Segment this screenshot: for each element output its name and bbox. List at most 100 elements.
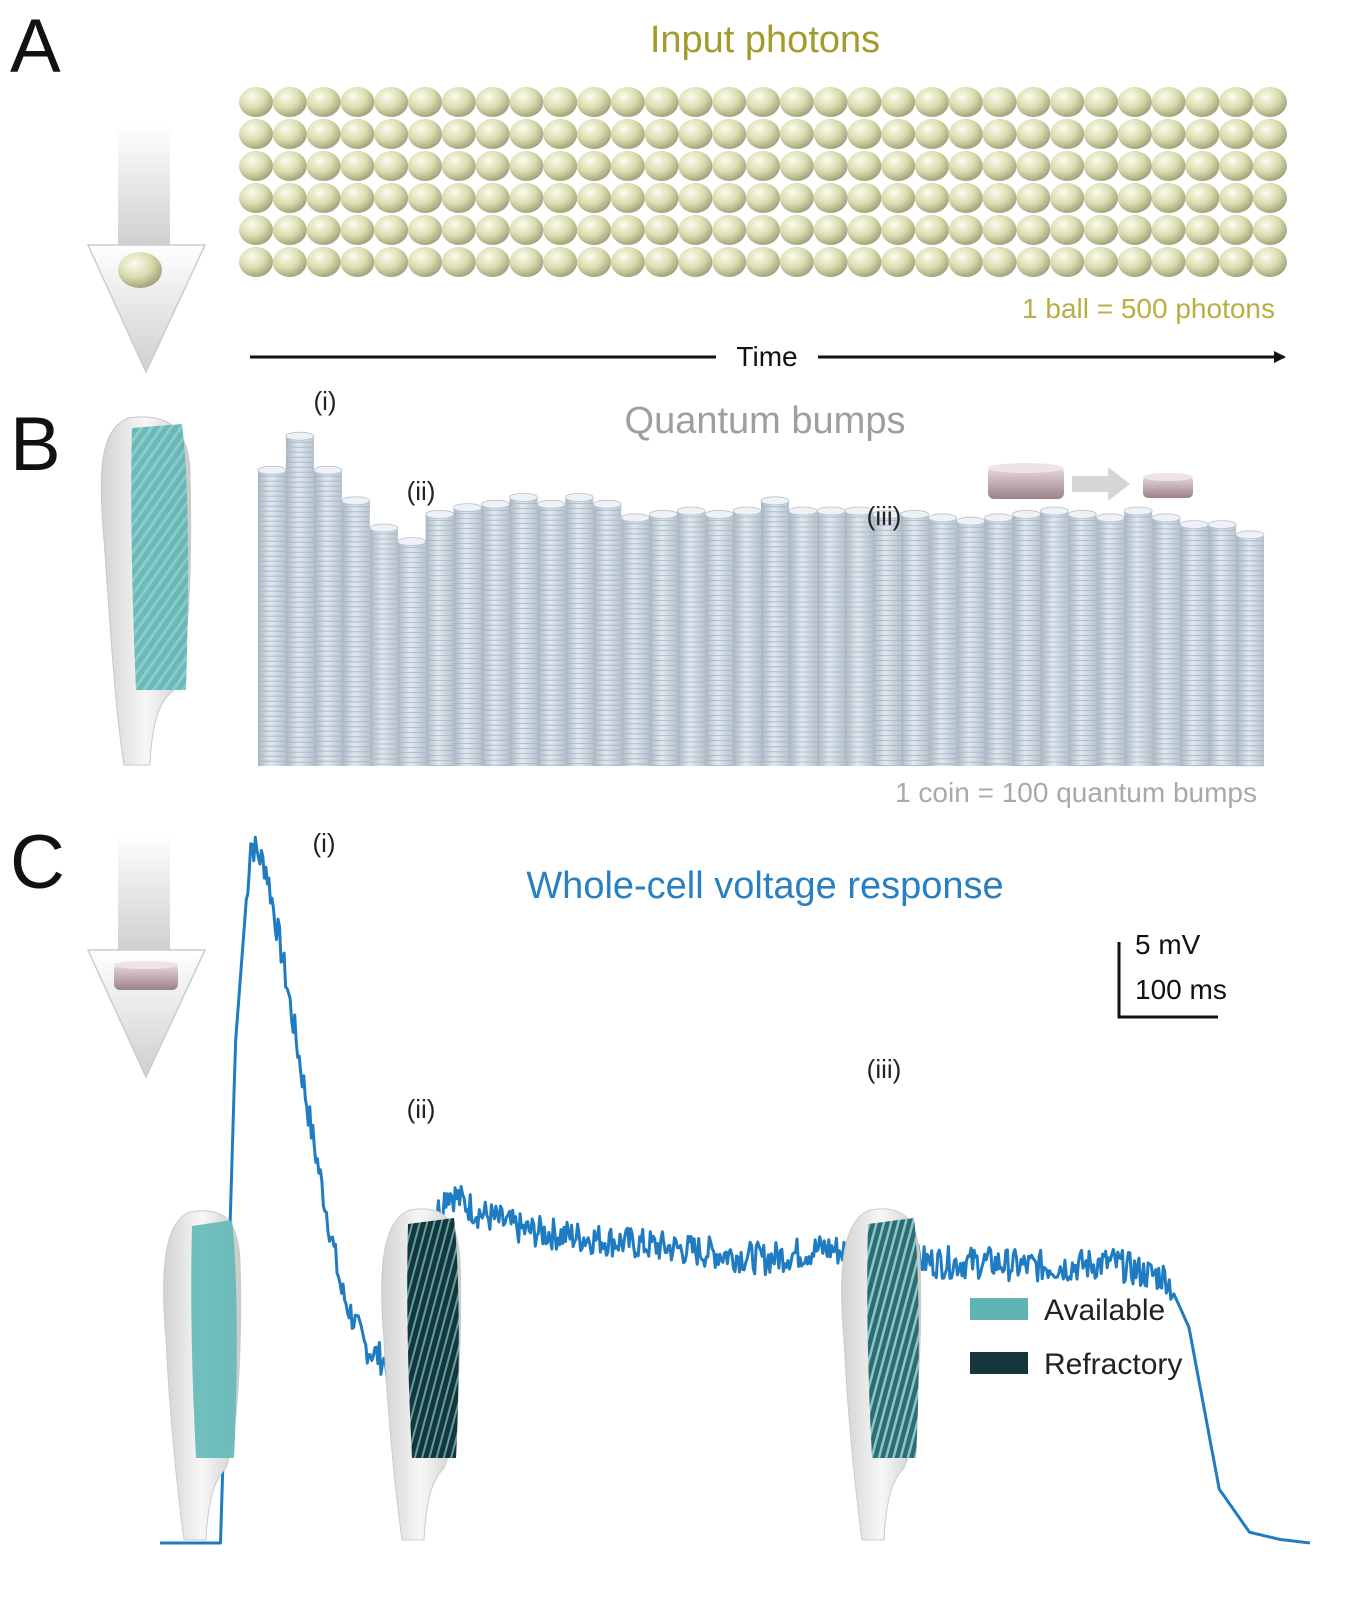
photon-ball [982,151,1017,181]
photon-ball [441,87,476,117]
photon-ball [1016,183,1051,213]
photon-ball [610,119,645,149]
photon-ball [678,215,713,245]
coin-stack [1207,520,1237,766]
response-marker-i: (i) [312,828,335,858]
photon-ball [374,215,409,245]
coin-stack [425,510,455,766]
photon-ball [1084,215,1118,245]
photon-ball [678,119,713,149]
photon-ball [441,247,476,277]
photon-ball [712,151,747,181]
photon-ball [1219,183,1254,213]
photon-ball [610,215,645,245]
photon-ball [272,215,307,245]
photon-ball [1117,119,1152,149]
photon-ball [306,247,341,277]
coin-stack [1235,530,1265,767]
photon-ball [408,87,442,117]
photon-ball [441,215,476,245]
photon-arrow-icon [86,125,207,374]
photon-ball [272,247,307,277]
photon-ball [374,119,409,149]
photon-ball [982,119,1017,149]
photon-ball [408,215,442,245]
photon-ball [915,151,949,181]
photon-ball [813,215,848,245]
microvillus-mixed-icon [841,1208,922,1541]
photon-ball [746,151,780,181]
panel-c: C Whole-cell voltage response 5 mV 100 m… [10,820,1311,1545]
photon-ball [374,87,409,117]
input-photons-title: Input photons [650,19,880,61]
photon-ball [813,87,848,117]
legend-refractory-swatch [970,1352,1028,1374]
photon-ball [644,119,679,149]
photon-ball [678,247,713,277]
photon-ball [1050,215,1085,245]
bumps-marker-iii: (iii) [867,501,902,531]
panel-a-letter: A [10,4,61,89]
photon-ball [306,119,341,149]
photon-ball [1016,119,1051,149]
photon-ball [948,247,983,277]
photon-ball [779,119,814,149]
photon-ball [374,247,409,277]
voltage-response-title: Whole-cell voltage response [526,865,1003,907]
photon-ball [1185,183,1220,213]
photon-ball [1151,183,1186,213]
photon-ball [915,215,949,245]
photon-ball [982,247,1017,277]
photon-ball [712,247,747,277]
photon-ball [847,215,882,245]
photon-ball [1219,151,1254,181]
photon-ball [1185,87,1220,117]
coin-unit-note: 1 coin = 100 quantum bumps [895,777,1257,808]
photon-ball [610,183,645,213]
photon-ball [509,247,544,277]
photon-ball [509,87,544,117]
photon-ball [475,87,510,117]
photon-ball [1050,247,1085,277]
photon-ball [644,215,679,245]
coin-stack [760,496,790,766]
photon-ball [881,87,916,117]
photon-ball [577,151,611,181]
photon-ball [1219,119,1254,149]
photon-ball [272,119,307,149]
photon-ball-icon [118,252,162,288]
coin-stack [732,506,762,766]
panel-b: B Quantum bumps (i) (ii) (iii) 1 coin = … [10,386,1265,808]
photon-ball [441,119,476,149]
photon-ball [779,87,814,117]
coin-stack [592,499,622,766]
photon-ball [813,247,848,277]
coin-stack [313,465,343,766]
photon-ball [678,183,713,213]
coin-stack [341,496,371,766]
photon-ball [408,119,442,149]
bump-shrink-icon [988,463,1193,501]
photon-ball [678,151,713,181]
scale-bar-time-label: 100 ms [1135,974,1227,1005]
photon-ball [577,183,611,213]
coin-stack [397,537,427,766]
photon-ball [239,247,273,277]
response-marker-iii: (iii) [867,1054,902,1084]
photon-ball [847,151,882,181]
photon-ball [408,151,442,181]
photon-ball [712,119,747,149]
photon-ball [272,151,307,181]
photon-ball [779,247,814,277]
time-axis-label: Time [736,341,797,372]
photon-ball [509,183,544,213]
photon-ball [509,119,544,149]
photon-ball [1151,87,1186,117]
photon-ball [644,183,679,213]
photon-ball [340,183,375,213]
coin-stacks [257,431,1265,767]
coin-stack [509,492,538,766]
photon-ball [915,119,949,149]
coin-stack [984,513,1013,766]
